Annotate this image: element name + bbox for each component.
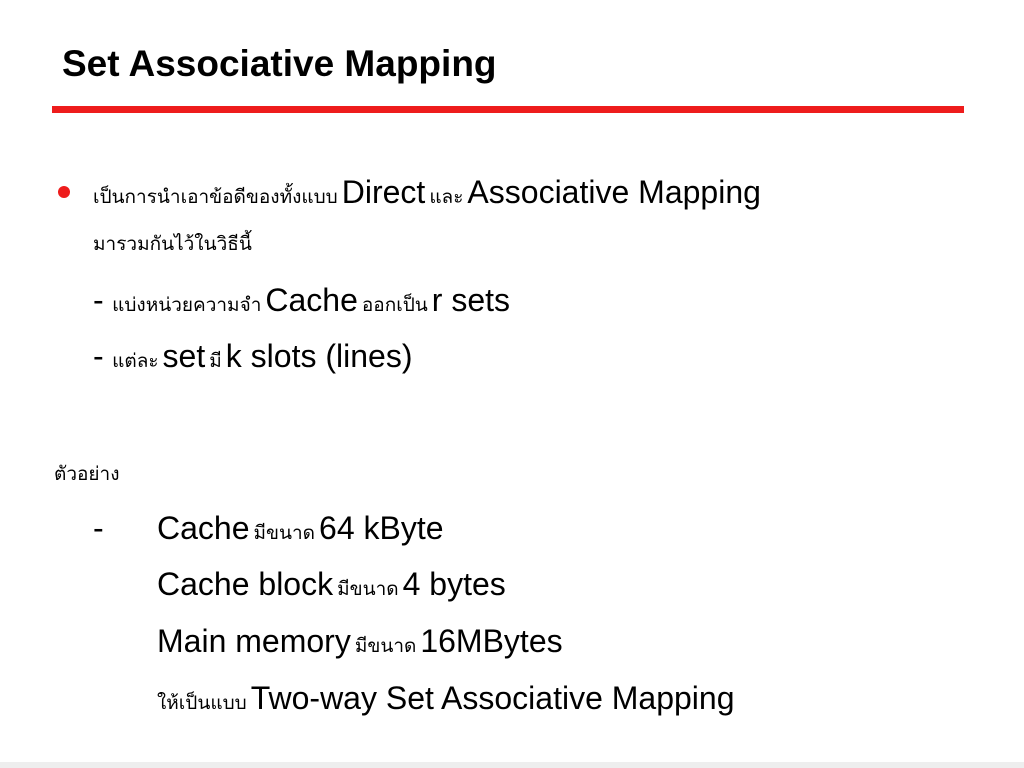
- example-en-5: Main memory: [157, 623, 351, 659]
- example-th-4: ให้เป็นแบบ: [157, 692, 247, 714]
- sub-item-en-2: r sets: [431, 282, 510, 318]
- example-heading-text: ตัวอย่าง: [54, 463, 120, 485]
- example-en-7: Two-way Set Associative Mapping: [250, 680, 735, 716]
- sub-item-th-4: มี: [209, 350, 222, 372]
- sub-item-en-4: k slots (lines): [225, 338, 413, 374]
- example-en-2: 64 kByte: [319, 510, 444, 546]
- example-en-3: Cache block: [157, 566, 334, 602]
- sub-item-th-2: ออกเป็น: [361, 294, 428, 316]
- title-divider: [52, 106, 964, 113]
- sub-item-en-3: set: [162, 338, 206, 374]
- example-dash: -: [93, 510, 104, 546]
- slide-title: Set Associative Mapping: [62, 43, 497, 84]
- example-en-1: Cache: [157, 510, 250, 546]
- bullet-text-th-2: และ: [429, 186, 464, 208]
- bullet-text-th-3: มารวมกันไว้ในวิธีนี้: [93, 233, 252, 255]
- example-th-3: มีขนาด: [354, 635, 417, 657]
- example-th-1: มีขนาด: [253, 522, 316, 544]
- bullet-text-en-2: Associative Mapping: [467, 174, 761, 210]
- sub-item-th-3: แต่ละ: [112, 350, 159, 372]
- example-en-4: 4 bytes: [402, 566, 506, 602]
- sub-item-dash: -: [93, 338, 104, 374]
- sub-item-dash: -: [93, 282, 104, 318]
- example-heading: ตัวอย่าง: [54, 452, 124, 496]
- bullet-text-en-1: Direct: [341, 174, 426, 210]
- slide-bottom-edge: [0, 762, 1024, 768]
- bullet-text-th-1: เป็นการนำเอาข้อดีของทั้งแบบ: [93, 186, 338, 208]
- red-bullet-dot-icon: [58, 186, 70, 198]
- sub-item-en-1: Cache: [265, 282, 358, 318]
- example-en-6: 16MBytes: [420, 623, 563, 659]
- bullet-line-2: มารวมกันไว้ในวิธีนี้: [93, 222, 256, 266]
- sub-item-th-1: แบ่งหน่วยความจำ: [112, 294, 262, 316]
- example-th-2: มีขนาด: [337, 578, 399, 600]
